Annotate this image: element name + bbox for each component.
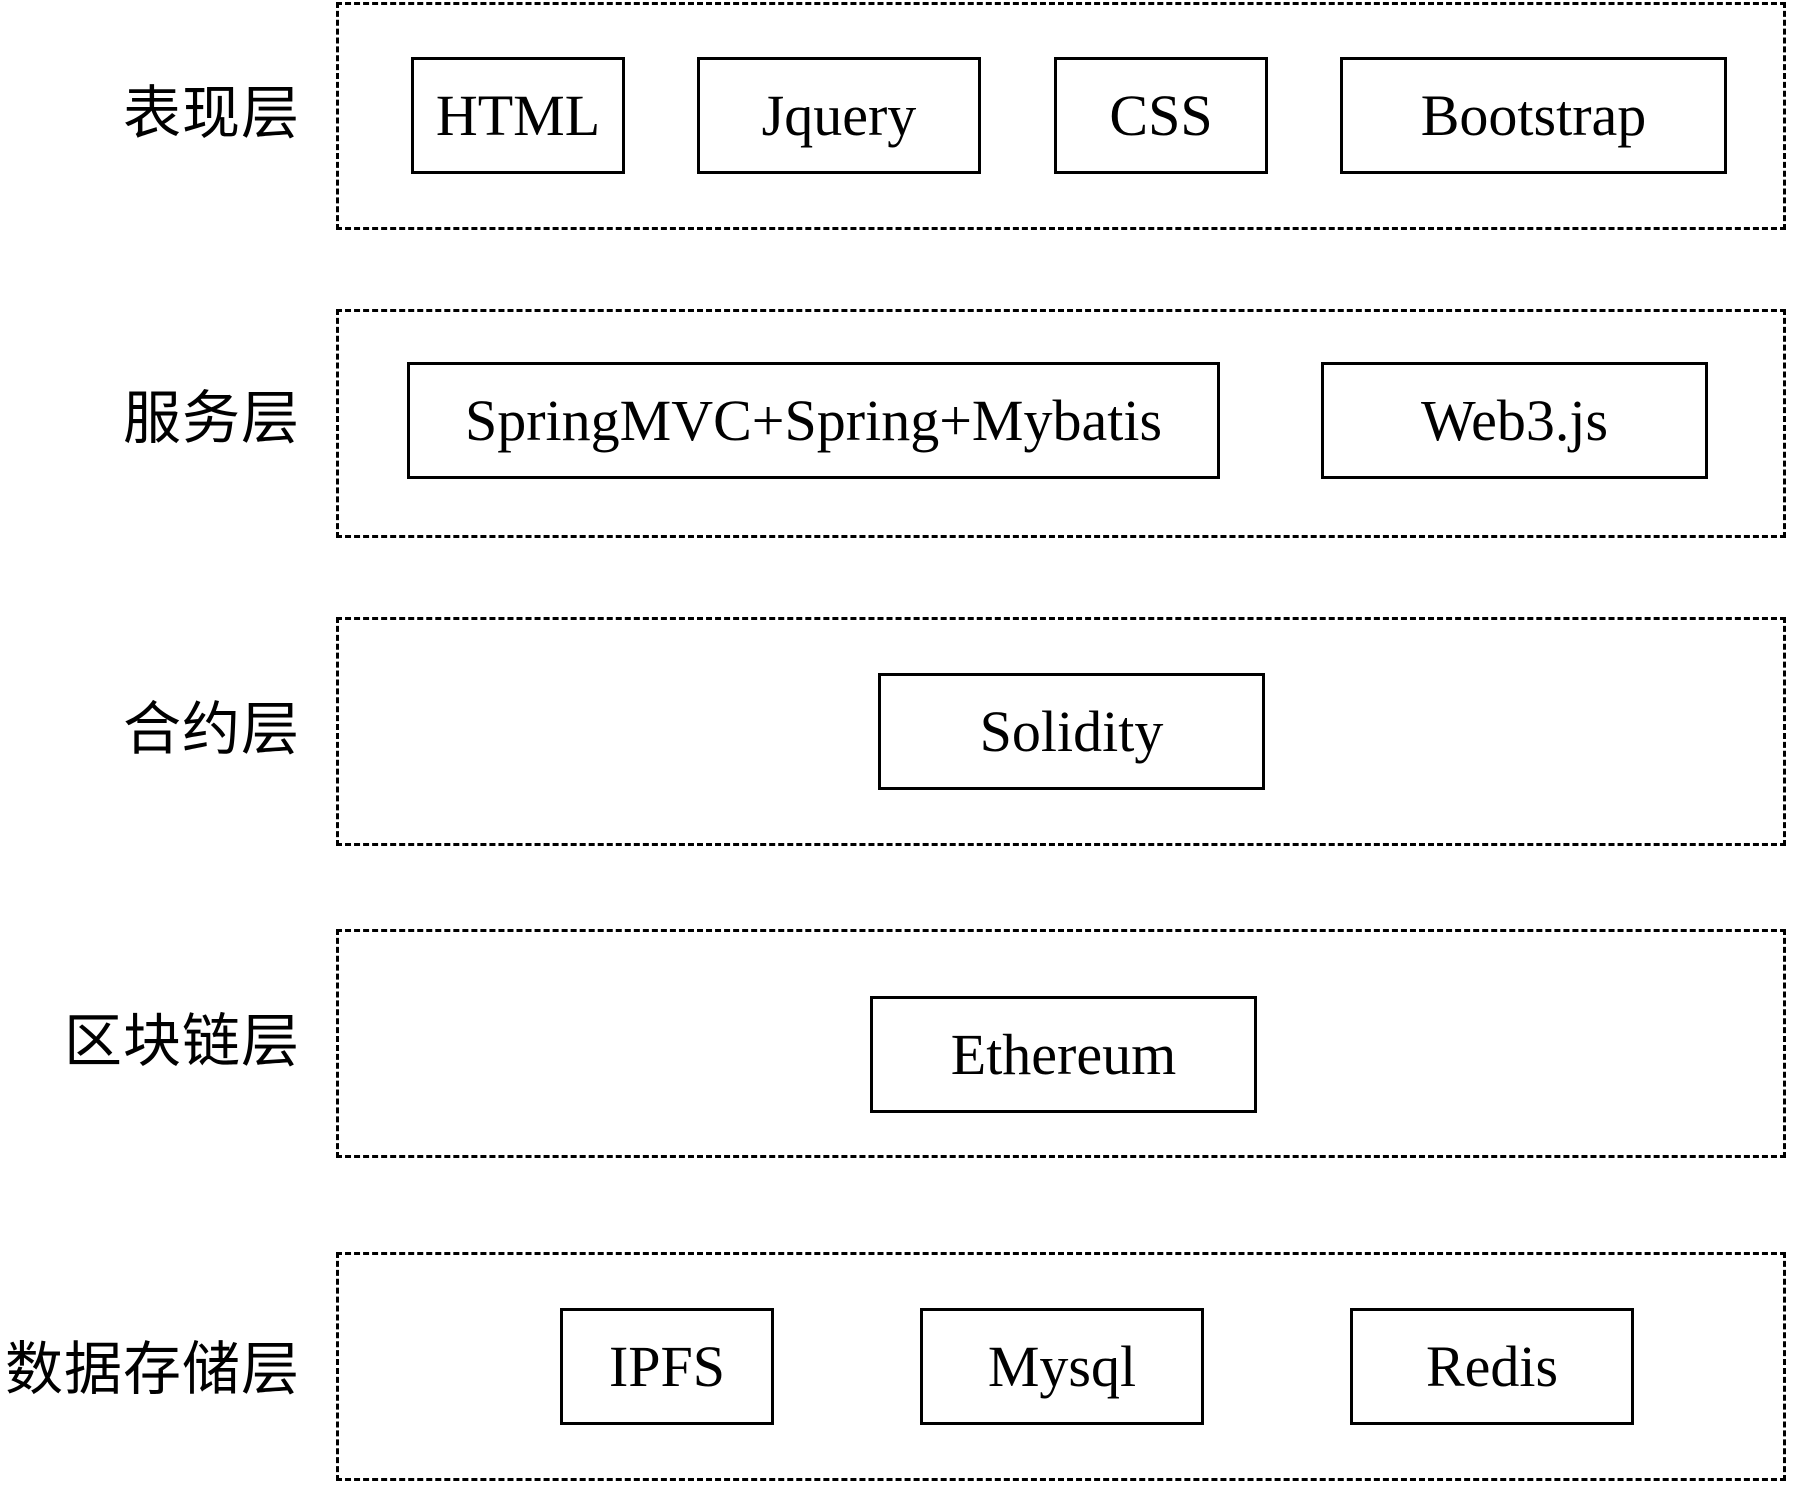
- layer-frame-contract: [336, 617, 1786, 846]
- layer-frame-service: [336, 309, 1786, 538]
- tech-box-css: CSS: [1054, 57, 1268, 174]
- tech-box-bootstrap: Bootstrap: [1340, 57, 1727, 174]
- tech-box-html: HTML: [411, 57, 625, 174]
- layer-label-presentation: 表现层: [122, 81, 300, 146]
- tech-box-ipfs: IPFS: [560, 1308, 774, 1425]
- layer-label-data-storage: 数据存储层: [4, 1337, 300, 1402]
- layer-label-blockchain: 区块链层: [63, 1009, 300, 1074]
- tech-box-redis: Redis: [1350, 1308, 1634, 1425]
- tech-box-jquery: Jquery: [697, 57, 981, 174]
- tech-box-mysql: Mysql: [920, 1308, 1204, 1425]
- layer-label-service: 服务层: [122, 386, 300, 451]
- tech-box-springmvc-spring-mybatis: SpringMVC+Spring+Mybatis: [407, 362, 1220, 479]
- layer-frame-presentation: [336, 2, 1786, 230]
- layer-frame-data-storage: [336, 1252, 1786, 1481]
- layer-label-contract: 合约层: [122, 697, 300, 762]
- tech-box-web3js: Web3.js: [1321, 362, 1708, 479]
- tech-box-ethereum: Ethereum: [870, 996, 1257, 1113]
- layer-frame-blockchain: [336, 929, 1786, 1158]
- tech-box-solidity: Solidity: [878, 673, 1265, 790]
